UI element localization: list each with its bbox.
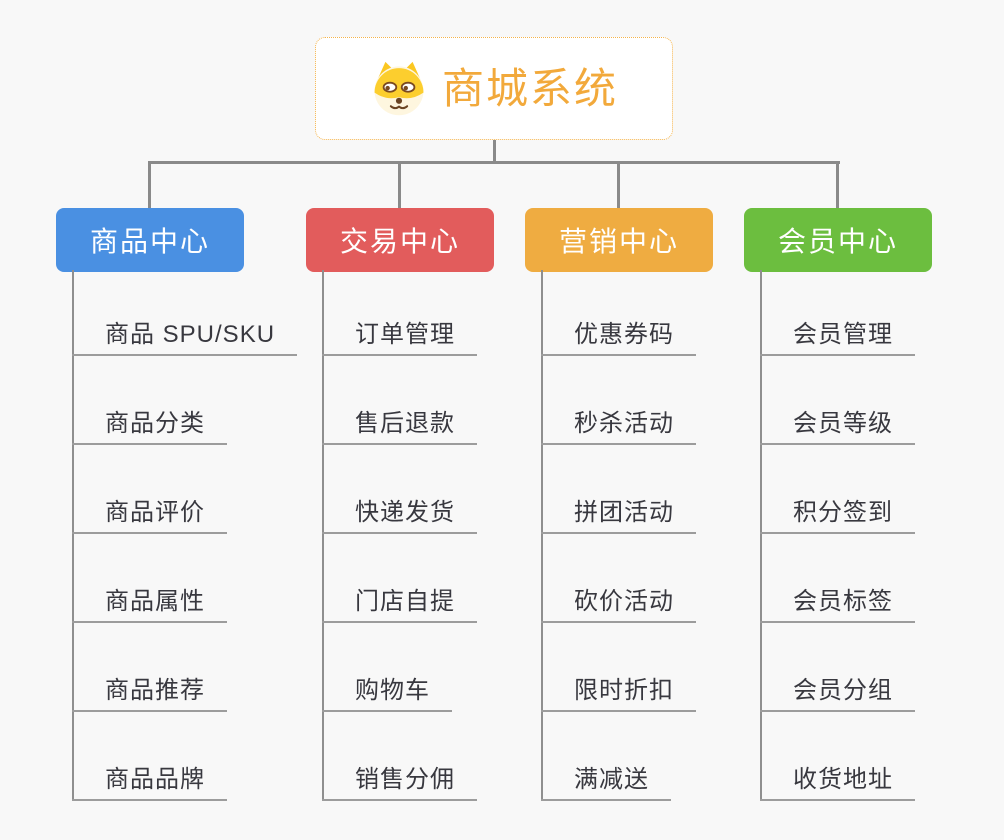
branch-item[interactable]: 订单管理 (322, 318, 477, 356)
branch-item[interactable]: 会员等级 (760, 407, 915, 445)
branch-item[interactable]: 限时折扣 (541, 674, 696, 712)
branch-header-member-center[interactable]: 会员中心 (744, 208, 932, 272)
branch-item[interactable]: 商品推荐 (72, 674, 227, 712)
branch-item[interactable]: 收货地址 (760, 763, 915, 801)
connector-drop-marketing-center (617, 161, 620, 208)
branch-item[interactable]: 购物车 (322, 674, 452, 712)
branch-header-trade-center[interactable]: 交易中心 (306, 208, 494, 272)
connector-trunk-marketing-center (541, 270, 543, 801)
branch-item[interactable]: 快递发货 (322, 496, 477, 534)
connector-drop-trade-center (398, 161, 401, 208)
branch-header-label: 交易中心 (339, 226, 460, 257)
connector-rail (149, 161, 840, 164)
connector-drop-member-center (836, 161, 839, 208)
branch-header-product-center[interactable]: 商品中心 (56, 208, 244, 272)
branch-header-label: 商品中心 (89, 226, 210, 257)
branch-item[interactable]: 会员管理 (760, 318, 915, 356)
connector-trunk-trade-center (322, 270, 324, 801)
connector-trunk-member-center (760, 270, 762, 801)
branch-item[interactable]: 会员标签 (760, 585, 915, 623)
branch-item[interactable]: 商品属性 (72, 585, 227, 623)
branch-item[interactable]: 拼团活动 (541, 496, 696, 534)
branch-item[interactable]: 门店自提 (322, 585, 477, 623)
branch-item[interactable]: 销售分佣 (322, 763, 477, 801)
branch-item[interactable]: 售后退款 (322, 407, 477, 445)
branch-header-label: 会员中心 (777, 226, 898, 257)
root-node[interactable]: 商城系统 (315, 37, 673, 140)
branch-header-marketing-center[interactable]: 营销中心 (525, 208, 713, 272)
branch-item[interactable]: 满减送 (541, 763, 671, 801)
branch-item[interactable]: 秒杀活动 (541, 407, 696, 445)
branch-item[interactable]: 优惠券码 (541, 318, 696, 356)
branch-item[interactable]: 积分签到 (760, 496, 915, 534)
branch-item[interactable]: 商品 SPU/SKU (72, 318, 298, 356)
connector-trunk-product-center (72, 270, 74, 801)
dog-face-icon (374, 61, 424, 115)
branch-item[interactable]: 砍价活动 (541, 585, 696, 623)
root-title: 商城系统 (441, 64, 618, 112)
branch-item[interactable]: 商品分类 (72, 407, 227, 445)
branch-header-label: 营销中心 (558, 226, 679, 257)
branch-item[interactable]: 会员分组 (760, 674, 915, 712)
branch-item[interactable]: 商品品牌 (72, 763, 227, 801)
branch-item[interactable]: 商品评价 (72, 496, 227, 534)
connector-drop-product-center (148, 161, 151, 208)
connector-root-stub (493, 140, 496, 162)
